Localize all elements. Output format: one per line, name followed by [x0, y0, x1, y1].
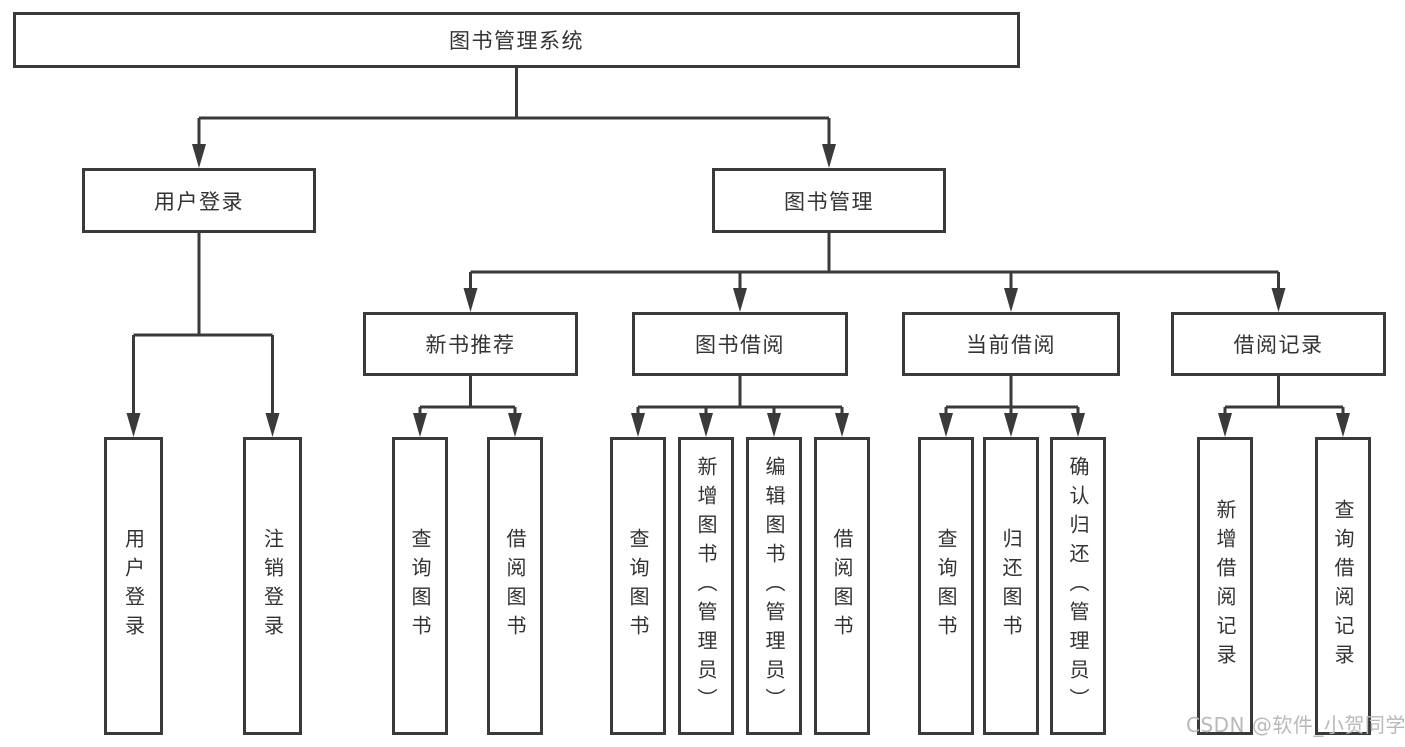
leaf-user-login: 用户登录 — [104, 437, 163, 735]
node-book-borrow-label: 图书借阅 — [695, 333, 785, 357]
csdn-watermark: CSDN @软件_小贺同学 — [1186, 713, 1405, 737]
node-book-mgmt: 图书管理 — [712, 168, 946, 233]
leaf-nb-borrow-books: 借阅图书 — [487, 437, 543, 735]
node-root: 图书管理系统 — [13, 12, 1020, 68]
leaf-nb-query-books: 查询图书 — [392, 437, 448, 735]
leaf-bb-add-books: 新增图书（管理员） — [678, 437, 734, 735]
leaf-bb-edit-books: 编辑图书（管理员） — [746, 437, 802, 735]
leaf-user-login-label: 用户登录 — [121, 528, 146, 644]
node-current-borrow: 当前借阅 — [902, 312, 1120, 376]
leaf-bb-query-books: 查询图书 — [610, 437, 666, 735]
leaf-nb-query-books-label: 查询图书 — [408, 528, 432, 644]
leaf-bb-borrow-books: 借阅图书 — [814, 437, 870, 735]
connector-current-borrow-children — [939, 376, 1085, 437]
leaf-logout-label: 注销登录 — [260, 528, 285, 644]
leaf-bb-borrow-books-label: 借阅图书 — [830, 528, 854, 644]
node-borrow-record: 借阅记录 — [1171, 312, 1386, 376]
leaf-nb-borrow-books-label: 借阅图书 — [503, 528, 527, 644]
leaf-cb-confirm-return: 确认归还（管理员） — [1050, 437, 1106, 735]
connector-user-login-children — [126, 233, 280, 437]
connector-root-to-level2 — [192, 68, 836, 168]
leaf-cb-return-books-label: 归还图书 — [999, 528, 1023, 644]
leaf-cb-query-books: 查询图书 — [918, 437, 974, 735]
leaf-br-add-record-label: 新增借阅记录 — [1213, 499, 1237, 673]
node-new-book-rec-label: 新书推荐 — [425, 333, 516, 357]
leaf-cb-query-books-label: 查询图书 — [934, 528, 958, 644]
connector-borrow-record-children — [1218, 376, 1350, 437]
node-current-borrow-label: 当前借阅 — [966, 333, 1056, 357]
leaf-bb-add-books-label: 新增图书（管理员） — [694, 455, 718, 717]
leaf-br-query-record: 查询借阅记录 — [1315, 437, 1371, 735]
node-root-label: 图书管理系统 — [449, 29, 584, 53]
connector-book-mgmt-children — [463, 233, 1286, 312]
leaf-cb-return-books: 归还图书 — [983, 437, 1039, 735]
leaf-bb-query-books-label: 查询图书 — [626, 528, 650, 644]
node-user-login: 用户登录 — [82, 168, 316, 233]
node-borrow-record-label: 借阅记录 — [1233, 333, 1324, 357]
node-new-book-rec: 新书推荐 — [363, 312, 578, 376]
leaf-bb-edit-books-label: 编辑图书（管理员） — [762, 455, 786, 717]
node-user-login-label: 用户登录 — [154, 189, 244, 214]
node-book-borrow: 图书借阅 — [632, 312, 848, 376]
leaf-logout: 注销登录 — [243, 437, 302, 735]
leaf-cb-confirm-return-label: 确认归还（管理员） — [1066, 455, 1090, 717]
connector-book-borrow-children — [631, 376, 849, 437]
connector-new-book-rec-children — [413, 376, 522, 437]
leaf-br-query-record-label: 查询借阅记录 — [1331, 499, 1355, 673]
leaf-br-add-record: 新增借阅记录 — [1197, 437, 1253, 735]
node-book-mgmt-label: 图书管理 — [784, 189, 874, 214]
